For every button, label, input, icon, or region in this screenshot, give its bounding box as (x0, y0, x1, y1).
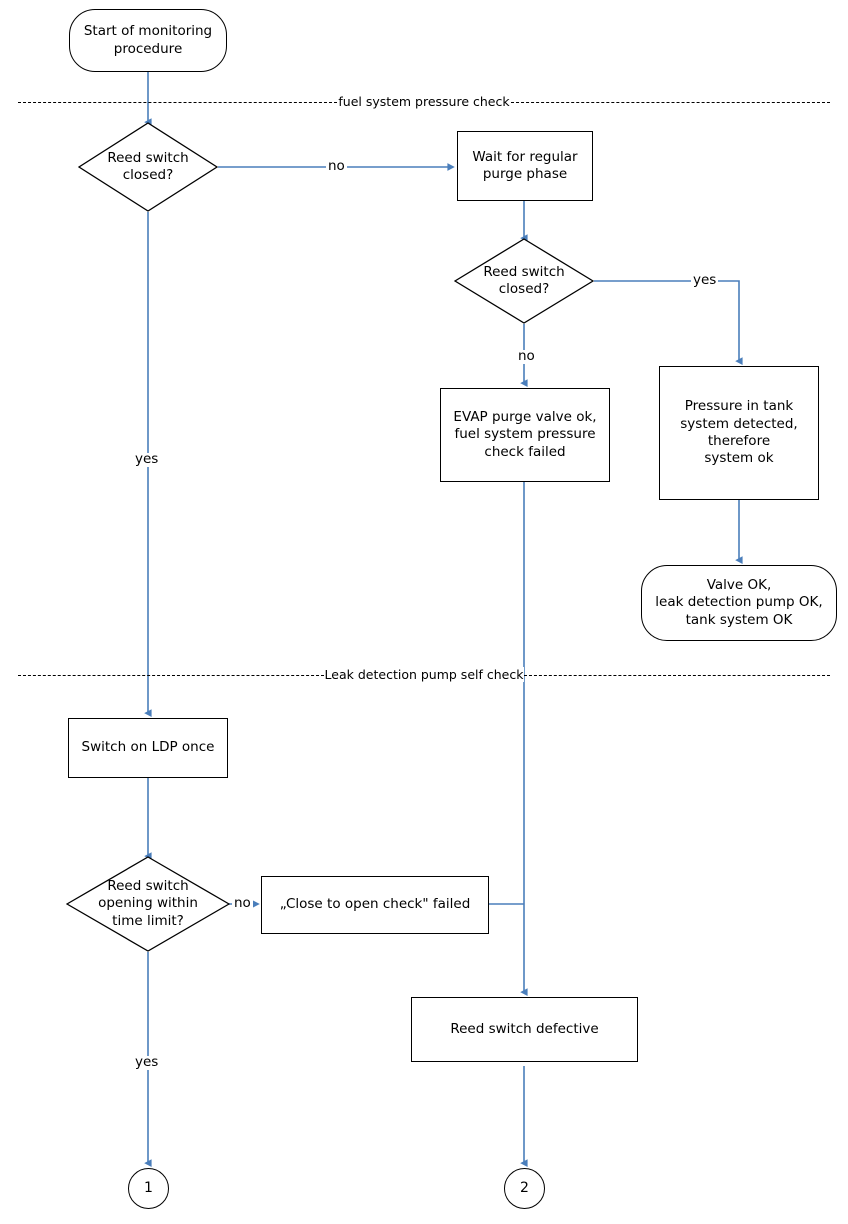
edge-label-dec1-yes: yes (133, 451, 161, 467)
node-label: „Close to open check" failed (279, 896, 471, 913)
node-evap-purge-valve-ok: EVAP purge valve ok,fuel system pressure… (440, 388, 610, 482)
divider-dash-left (18, 102, 338, 103)
node-reed-switch-defective: Reed switch defective (411, 997, 638, 1062)
node-label: EVAP purge valve ok,fuel system pressure… (453, 409, 597, 460)
node-switch-on-ldp-once: Switch on LDP once (68, 718, 228, 778)
diamond-shape (454, 238, 594, 324)
node-label: 2 (520, 1179, 529, 1196)
divider-label: Leak detection pump self check (323, 667, 525, 682)
node-label: Valve OK,leak detection pump OK,tank sys… (655, 577, 823, 628)
node-label: Reed switch defective (450, 1020, 599, 1037)
divider-dash-left (18, 675, 324, 676)
node-label: 1 (144, 1179, 153, 1196)
edge-label-dec2-no: no (516, 348, 537, 364)
edge-label-dec3-no: no (232, 895, 253, 911)
node-connector-2: 2 (504, 1168, 545, 1209)
node-close-to-open-check-failed: „Close to open check" failed (261, 876, 489, 934)
edge-label-dec3-yes: yes (133, 1054, 161, 1070)
section-divider-leak-detection-pump-self-check: Leak detection pump self check (18, 667, 830, 682)
divider-dash-right (510, 102, 830, 103)
edge-label-dec1-no: no (326, 158, 347, 174)
edge-label-dec2-yes: yes (691, 272, 719, 288)
divider-dash-right (524, 675, 830, 676)
diamond-shape (78, 122, 218, 212)
node-connector-1: 1 (128, 1168, 169, 1209)
node-valve-ok-terminator: Valve OK,leak detection pump OK,tank sys… (641, 565, 837, 641)
divider-label: fuel system pressure check (337, 94, 511, 109)
diamond-shape (66, 856, 230, 952)
node-label: Switch on LDP once (81, 739, 215, 756)
section-divider-fuel-system-pressure-check: fuel system pressure check (18, 94, 830, 109)
